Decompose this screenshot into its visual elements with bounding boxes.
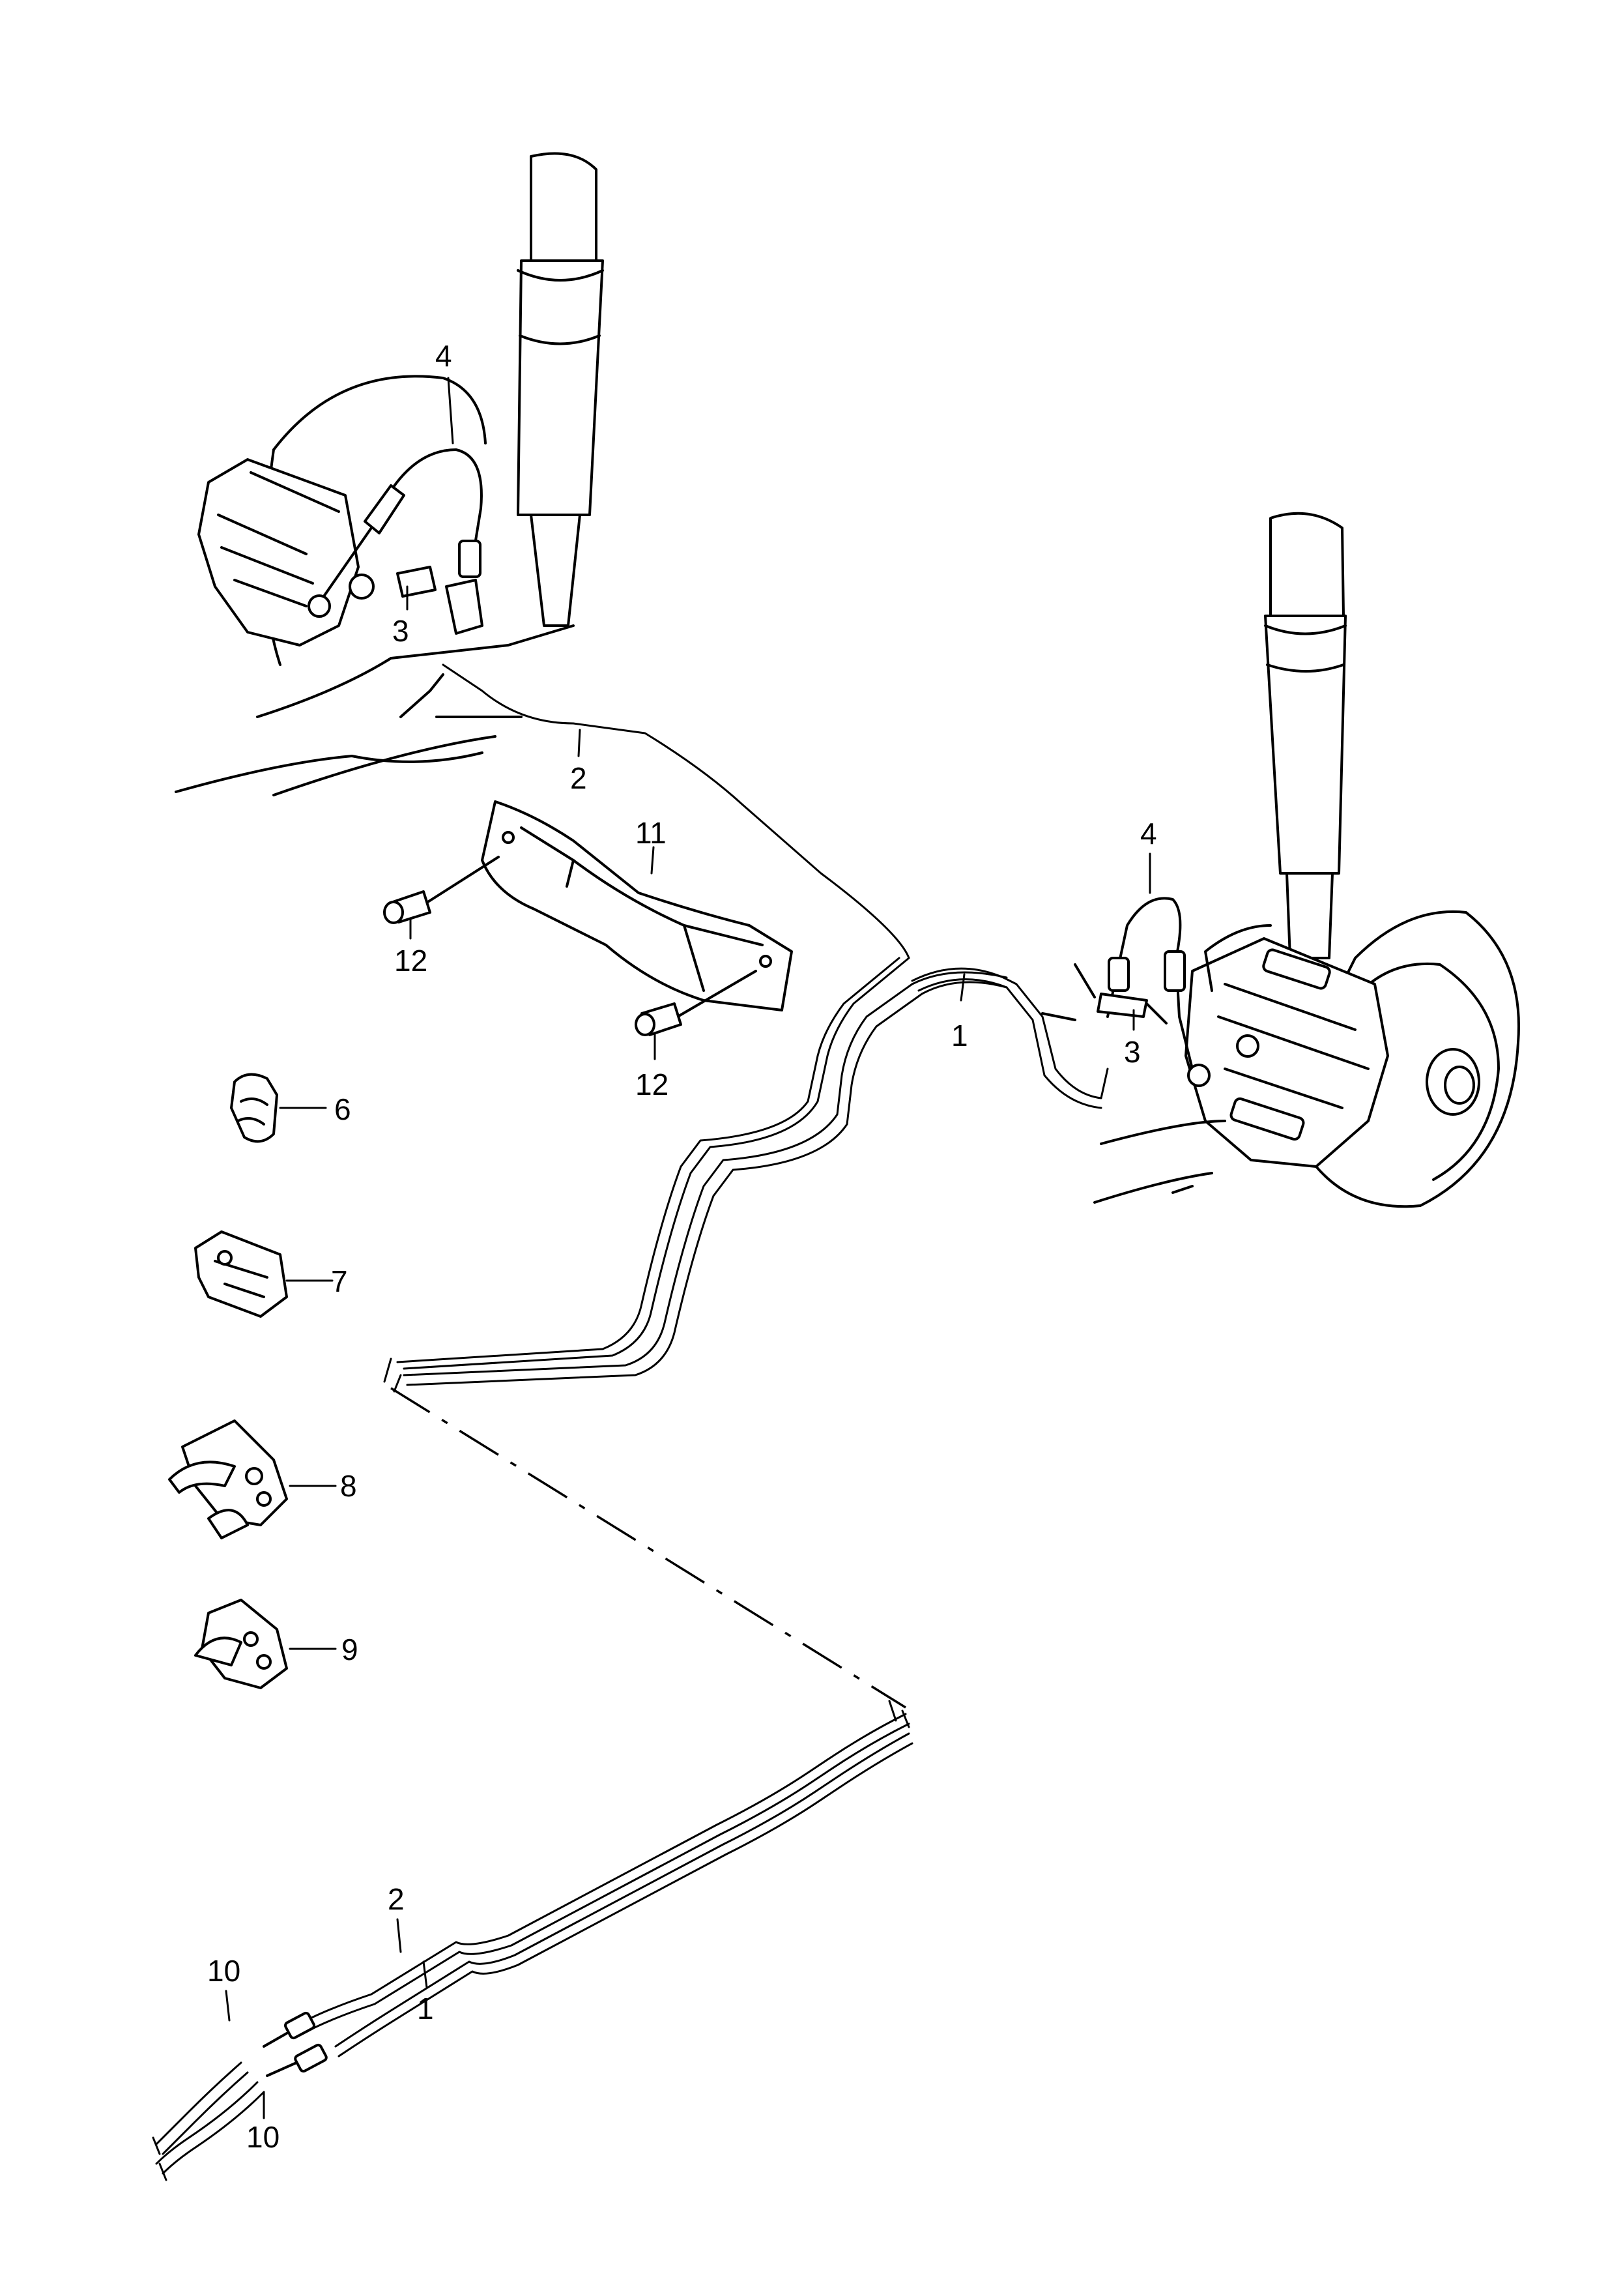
right-banjo-bolt: [1187, 1064, 1211, 1087]
brake-lines-center-run: [383, 957, 1008, 1393]
callout-11: 11: [635, 816, 667, 850]
right-shock-absorber: [1264, 512, 1347, 959]
callout-3-left: 3: [392, 614, 409, 648]
heat-shield: [481, 800, 793, 1011]
heat-shield-screw-upper: [383, 856, 500, 924]
callout-3-right: 3: [1124, 1035, 1141, 1069]
left-banjo-bolt: [308, 594, 331, 618]
callout-4-left: 4: [435, 339, 452, 373]
left-wheel-assembly: [175, 152, 604, 796]
right-wheel-assembly: [1041, 512, 1520, 1208]
callout-10-top: 10: [207, 1954, 240, 1988]
callout-1-right: 1: [951, 1019, 968, 1053]
callout-12-bottom: 12: [635, 1068, 668, 1101]
callout-1-bottom: 1: [417, 1992, 434, 2026]
callout-6: 6: [334, 1092, 351, 1126]
callout-2-bottom: 2: [388, 1882, 405, 1916]
union-fitting-upper: [263, 2011, 315, 2048]
callout-labels: 4 3 2 11 12 12 4 1 3 6 7 8 9 2 1 10 10: [207, 339, 1157, 2154]
leader-lines: [225, 377, 1151, 2119]
brake-line-2-upper: [442, 663, 910, 959]
union-fitting-lower: [266, 2043, 328, 2077]
callout-12-top: 12: [394, 944, 427, 978]
clip-part-6: [230, 1073, 278, 1143]
callout-4-right: 4: [1140, 817, 1157, 850]
right-brake-hose: [1106, 897, 1194, 1070]
callout-8: 8: [340, 1469, 357, 1503]
continuation-line: [390, 1387, 906, 1709]
brake-lines-lower-run: [305, 1713, 913, 2057]
heat-shield-screw-lower: [635, 970, 757, 1036]
left-retainer-clip: [396, 566, 437, 598]
callout-9: 9: [341, 1633, 358, 1666]
right-retainer-clip: [1097, 993, 1148, 1018]
brake-line-1-upper: [911, 967, 1109, 1099]
callout-10-bottom: 10: [246, 2120, 280, 2154]
left-brake-caliper: [197, 458, 360, 647]
callout-2-top: 2: [570, 761, 587, 795]
left-shock-absorber: [517, 152, 604, 627]
clip-part-8: [168, 1419, 288, 1539]
clip-part-7: [194, 1230, 288, 1318]
callout-7: 7: [331, 1264, 348, 1298]
clip-part-9: [194, 1599, 288, 1689]
right-brake-caliper: [1185, 937, 1389, 1168]
